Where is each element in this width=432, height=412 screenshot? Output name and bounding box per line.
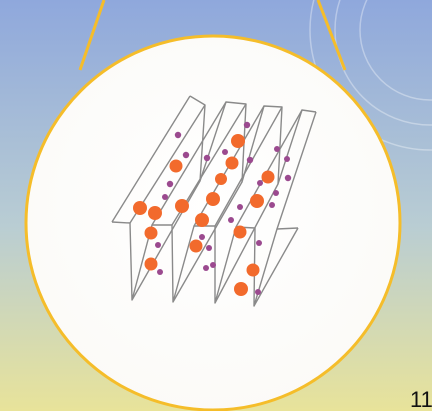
small-particle	[285, 175, 291, 181]
small-particle	[210, 262, 216, 268]
small-particle	[183, 152, 189, 158]
small-particle	[155, 242, 161, 248]
small-particle	[237, 204, 243, 210]
small-particle	[273, 190, 279, 196]
small-particle	[247, 157, 253, 163]
small-particle	[206, 245, 212, 251]
large-particle	[226, 157, 239, 170]
small-particle	[204, 155, 210, 161]
small-particle	[256, 240, 262, 246]
page-number: 11	[410, 388, 432, 412]
small-particle	[244, 122, 250, 128]
small-particle	[269, 202, 275, 208]
small-particle	[257, 180, 263, 186]
large-particle	[234, 226, 247, 239]
small-particle	[157, 269, 163, 275]
large-particle	[206, 192, 220, 206]
large-particle	[170, 160, 183, 173]
large-particle	[133, 201, 147, 215]
large-particle	[247, 264, 260, 277]
large-particle	[250, 194, 264, 208]
small-particle	[175, 132, 181, 138]
small-particle	[274, 146, 280, 152]
small-particle	[199, 234, 205, 240]
large-particle	[145, 227, 158, 240]
small-particle	[203, 265, 209, 271]
large-particle	[234, 282, 248, 296]
small-particle	[228, 217, 234, 223]
large-particle	[215, 173, 227, 185]
large-particle	[145, 258, 158, 271]
small-particle	[255, 289, 261, 295]
large-particle	[190, 240, 203, 253]
large-particle	[262, 171, 275, 184]
zoom-circle	[26, 36, 400, 410]
large-particle	[175, 199, 189, 213]
small-particle	[284, 156, 290, 162]
large-particle	[231, 134, 245, 148]
large-particle	[148, 206, 162, 220]
small-particle	[222, 149, 228, 155]
small-particle	[167, 181, 173, 187]
small-particle	[162, 194, 168, 200]
large-particle	[195, 213, 209, 227]
